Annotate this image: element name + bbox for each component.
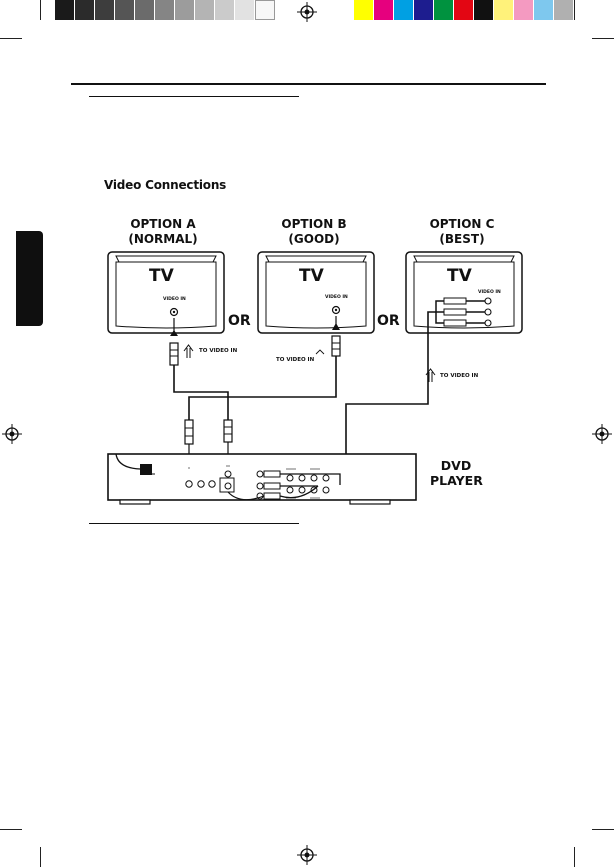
crop-mark <box>40 0 41 20</box>
to-video-in-label: TO VIDEO IN <box>276 357 315 363</box>
tv-b-label: TV <box>299 266 324 286</box>
crop-mark <box>574 0 575 20</box>
header-rule <box>71 83 546 85</box>
gray-swatch <box>235 0 255 20</box>
color-swatch <box>394 0 414 20</box>
color-calibration-strip <box>354 0 574 20</box>
or-label: OR <box>228 313 251 329</box>
section-title: Video Connections <box>104 178 227 192</box>
crop-mark <box>40 847 41 867</box>
gray-calibration-strip <box>55 0 275 20</box>
dvd-player-label: DVD PLAYER <box>430 458 483 488</box>
tv-a-label: TV <box>149 266 174 286</box>
option-a-heading: OPTION A (NORMAL) <box>98 217 228 247</box>
dvd-player-illustration <box>107 453 417 505</box>
cable-option-b <box>184 316 341 470</box>
to-video-in-label: TO VIDEO IN <box>440 373 479 379</box>
registration-target-icon <box>2 424 22 444</box>
option-c-heading: OPTION C (BEST) <box>397 217 527 247</box>
gray-swatch <box>175 0 195 20</box>
or-label: OR <box>377 313 400 329</box>
color-swatch <box>354 0 374 20</box>
registration-target-icon <box>297 2 317 22</box>
color-swatch <box>474 0 494 20</box>
tv-c-jack-label: VIDEO IN <box>478 290 501 295</box>
crop-mark <box>592 38 614 39</box>
tv-b-illustration <box>257 251 375 334</box>
option-quality: (BEST) <box>439 232 485 246</box>
crop-mark <box>592 829 614 830</box>
tv-c-label: TV <box>447 266 472 286</box>
up-arrow-icon <box>315 349 325 355</box>
dvd-label-line1: DVD <box>440 458 472 473</box>
to-video-in-label: TO VIDEO IN <box>199 348 238 354</box>
dvd-label-line2: PLAYER <box>430 473 483 488</box>
tv-c-illustration <box>405 251 523 334</box>
crop-mark <box>0 829 22 830</box>
tv-a-illustration <box>107 251 225 334</box>
gray-swatch <box>255 0 275 20</box>
color-swatch <box>414 0 434 20</box>
color-swatch <box>374 0 394 20</box>
cable-option-a <box>169 318 233 462</box>
registration-target-icon <box>592 424 612 444</box>
gray-swatch <box>135 0 155 20</box>
option-name: OPTION B <box>281 217 347 231</box>
up-arrow-icon <box>425 368 436 382</box>
color-swatch <box>534 0 554 20</box>
tv-a-jack-label: VIDEO IN <box>163 297 186 302</box>
gray-swatch <box>55 0 75 20</box>
gray-swatch <box>115 0 135 20</box>
option-b-heading: OPTION B (GOOD) <box>249 217 379 247</box>
crop-mark <box>0 38 22 39</box>
gray-swatch <box>75 0 95 20</box>
section-rule <box>89 523 299 524</box>
section-rule <box>89 96 299 97</box>
color-swatch <box>454 0 474 20</box>
color-swatch <box>494 0 514 20</box>
color-swatch <box>554 0 574 20</box>
up-arrow-icon <box>183 344 194 358</box>
color-swatch <box>514 0 534 20</box>
option-quality: (NORMAL) <box>128 232 198 246</box>
option-name: OPTION A <box>130 217 196 231</box>
option-name: OPTION C <box>429 217 495 231</box>
gray-swatch <box>215 0 235 20</box>
color-swatch <box>434 0 454 20</box>
tv-b-jack-label: VIDEO IN <box>325 295 348 300</box>
option-quality: (GOOD) <box>288 232 340 246</box>
language-tab <box>16 231 43 326</box>
gray-swatch <box>195 0 215 20</box>
gray-swatch <box>95 0 115 20</box>
gray-swatch <box>155 0 175 20</box>
registration-target-icon <box>297 845 317 865</box>
crop-mark <box>574 847 575 867</box>
